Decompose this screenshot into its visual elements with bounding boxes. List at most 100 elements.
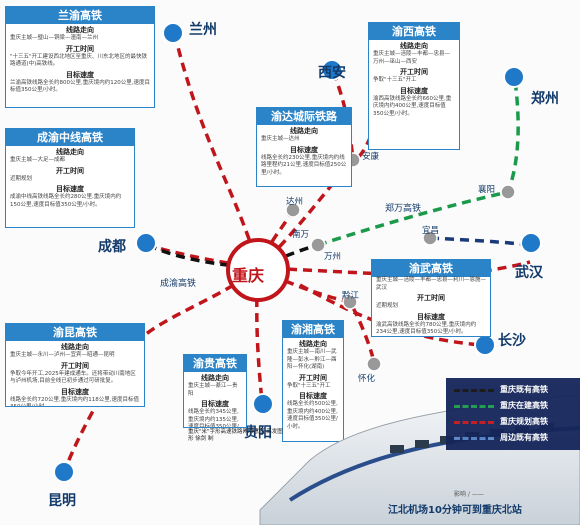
photo-credit: 影响 / —— <box>454 491 484 498</box>
legend-surrounding: 周边既有高铁 <box>454 432 580 444</box>
node-zhengzhou <box>503 66 525 88</box>
label-ankang: 安康 <box>362 152 380 162</box>
minor-nodes <box>285 152 516 372</box>
box-lanyu-s3: 目标速度 <box>66 70 94 79</box>
route-zhengwan <box>317 79 520 247</box>
box-lanyu-t3: 兰渝高铁线路全长约800公里,重庆境内约120公里,速度目标值350公里/小时。 <box>10 79 150 94</box>
box-chengyuzx-title: 成渝中线高铁 <box>6 129 134 146</box>
box-yuda: 渝达城际铁路 线路走向 重庆主城—达州 目标速度 线路全长约230公里,重庆境内… <box>256 107 352 187</box>
box-yuwu: 渝武高铁 重庆主城—涪陵—丰都—忠县—利川—恩施—武汉 开工时间 近期规划 目标… <box>371 259 491 337</box>
legend-existing-label: 重庆既有高铁 <box>500 385 548 394</box>
box-lanyu-t2: "十三五"开工建设西北地区至重庆、川东北地区的最快铁路通道(中)高铁线。 <box>10 53 148 68</box>
node-xian <box>321 59 343 81</box>
box-yuwu-s3: 目标速度 <box>417 312 445 321</box>
label-huaihua: 怀化 <box>358 374 376 384</box>
node-wuhan <box>520 232 542 254</box>
box-chengyuzx-t3: 成渝中线高铁线路全长约280公里,重庆境内约150公里,速度目标值350公里/小… <box>10 194 122 208</box>
box-yuxiang-t2: 争取"十三五"开工 <box>287 382 331 389</box>
label-route-zhengwan: 郑万高铁 <box>385 204 422 214</box>
legend-building-swatch <box>454 405 494 408</box>
legend-building-label: 重庆在建高铁 <box>500 401 548 410</box>
legend-surrounding-swatch <box>454 437 494 440</box>
box-lanyu-s2: 开工时间 <box>66 44 94 53</box>
legend-planned-swatch <box>454 421 494 424</box>
label-yichang: 宜昌 <box>422 226 440 236</box>
box-yuxiang-s1: 线路走向 <box>299 340 327 348</box>
node-qianjiang <box>342 294 358 310</box>
label-guiyang: 贵阳 <box>244 425 272 441</box>
box-yuxi-s1: 线路走向 <box>400 42 428 50</box>
box-yuwu-t1: 重庆主城—涪陵—丰都—忠县—利川—恩施—武汉 <box>376 277 487 291</box>
box-lanyu: 兰渝高铁 线路走向 重庆主城—璧山—铜梁—潼南—兰州 开工时间 "十三五"开工建… <box>5 6 155 108</box>
box-yugui-s1: 线路走向 <box>201 374 229 382</box>
legend-existing: 重庆既有高铁 <box>454 384 580 396</box>
label-wanzhou: 万州 <box>324 252 342 262</box>
node-chengdu <box>135 232 157 254</box>
box-yuxi-title: 渝西高铁 <box>369 23 459 40</box>
label-lanzhou: 兰州 <box>189 22 217 38</box>
box-yuwu-title: 渝武高铁 <box>372 260 490 277</box>
box-lanyu-t1: 重庆主城—璧山—铜梁—潼南—兰州 <box>10 35 99 41</box>
center-ring <box>226 238 290 302</box>
route-lanyu <box>173 34 260 269</box>
box-yuxi-t3: 渝西高铁线路全长约660公里,重庆境内约400公里,速度目标值350公里/小时。 <box>373 95 452 117</box>
box-yukun-t2: 争取今年开工,2025年建成通车。还将带动川南地区与泸州机场,目前全线已初步通过… <box>10 370 136 385</box>
box-yukun: 渝昆高铁 线路走向 重庆主城—永川—泸州—宜宾—昭通—昆明 开工时间 争取今年开… <box>5 323 145 407</box>
box-yukun-t3: 线路全长约720公里,重庆境内约118公里,速度目标值350公里/小时。 <box>10 396 139 407</box>
label-route-chengyu: 成渝高铁 <box>160 279 197 289</box>
label-dazhou: 达州 <box>286 197 304 207</box>
source-note: 重庆"米"字形高速铁路网示意图 高发图形 徐剑 制 <box>188 429 283 442</box>
node-lanzhou <box>162 22 184 44</box>
box-yuda-t2: 线路全长约230公里,重庆境内约线路里程约21公里,速度目标值250公里/小时。 <box>261 154 347 176</box>
box-yugui: 渝贵高铁 线路走向 重庆主城—綦江—贵阳 目标速度 线路全长约345公里,重庆境… <box>183 354 247 428</box>
box-yuwu-t3: 渝武高铁线路全长约780公里,重庆境内约234公里,速度目标值350公里/小时。 <box>376 321 477 336</box>
box-lanyu-s1: 线路走向 <box>66 26 94 34</box>
label-xiangyang: 襄阳 <box>478 185 496 195</box>
box-yuxi-s3: 目标速度 <box>400 86 428 95</box>
box-yukun-t1: 重庆主城—永川—泸州—宜宾—昭通—昆明 <box>10 352 115 358</box>
label-nanwan: 南万 <box>292 230 310 240</box>
legend-building: 重庆在建高铁 <box>454 400 580 412</box>
box-yuxiang-title: 渝湘高铁 <box>283 321 343 338</box>
box-yuda-s1: 线路走向 <box>290 127 318 135</box>
legend-existing-swatch <box>454 389 494 392</box>
box-yuda-t1: 重庆主城—达州 <box>261 136 300 142</box>
label-chongqing: 重庆 <box>232 266 265 285</box>
box-yuxiang-t1: 重庆主城—南川—武隆—彭水—黔江—酉阳—怀化(湖南) <box>287 349 337 370</box>
box-yuda-title: 渝达城际铁路 <box>257 108 351 125</box>
label-changsha: 长沙 <box>498 333 526 349</box>
caption: 江北机场10分钟可到重庆北站 <box>388 505 522 516</box>
box-chengyuzx-t2: 近期规划 <box>10 175 33 182</box>
box-yuxiang: 渝湘高铁 线路走向 重庆主城—南川—武隆—彭水—黔江—酉阳—怀化(湖南) 开工时… <box>282 320 344 442</box>
box-chengyuzx-t1: 重庆主城—大足—成都 <box>10 157 66 163</box>
node-dazhou <box>285 202 301 218</box>
box-yuxiang-s3: 目标速度 <box>299 392 327 400</box>
box-chengyuzx-s1: 线路走向 <box>56 148 84 156</box>
node-yichang <box>422 230 438 246</box>
label-chengdu: 成都 <box>98 239 126 255</box>
node-guiyang <box>252 393 274 415</box>
label-wuhan: 武汉 <box>515 265 543 281</box>
label-zhengzhou: 郑州 <box>531 91 559 107</box>
box-yuwu-s2: 开工时间 <box>417 294 445 302</box>
box-yukun-title: 渝昆高铁 <box>6 324 144 341</box>
box-yugui-t2: 线路全长约345公里,重庆境内约135公里,速度目标值350公里/小时。 <box>188 409 239 428</box>
box-yuxi: 渝西高铁 线路走向 重庆主城—涪陵—丰都—忠县—万州—巫山—西安 开工时间 争取… <box>368 22 460 150</box>
box-chengyuzx-s3: 目标速度 <box>56 185 84 193</box>
box-yuxi-t2: 争取"十三五"开工 <box>373 77 417 83</box>
legend: 重庆既有高铁 重庆在建高铁 重庆规划高铁 周边既有高铁 <box>446 378 580 450</box>
box-yuda-s2: 目标速度 <box>290 145 318 154</box>
box-yuxi-s2: 开工时间 <box>400 68 428 76</box>
box-lanyu-title: 兰渝高铁 <box>6 7 154 24</box>
node-wanzhou <box>310 237 326 253</box>
legend-surrounding-label: 周边既有高铁 <box>500 433 548 442</box>
node-xiangyang <box>500 184 516 200</box>
legend-planned-label: 重庆规划高铁 <box>500 417 548 426</box>
box-yugui-title: 渝贵高铁 <box>184 355 246 372</box>
box-yuwu-t2: 近期规划 <box>376 303 399 309</box>
major-nodes <box>53 22 542 483</box>
box-yuxiang-t3: 线路全长约500公里,重庆境内约400公里,速度目标值350公里/小时。 <box>287 401 338 430</box>
box-chengyuzx-s2: 开工时间 <box>56 166 84 175</box>
box-yukun-s1: 线路走向 <box>61 343 89 351</box>
